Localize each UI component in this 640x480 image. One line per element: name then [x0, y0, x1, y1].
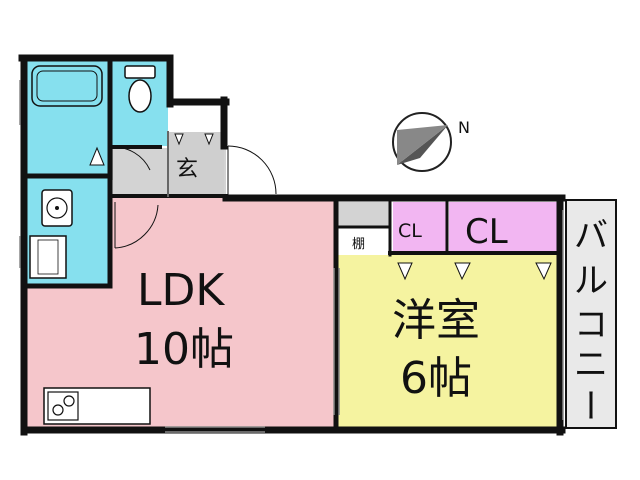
shoe-closet-marks: [174, 133, 214, 146]
walls: [18, 54, 566, 436]
western-name: 洋室: [392, 295, 480, 346]
western-size: 6帖: [400, 353, 472, 404]
burner-1: [52, 404, 64, 416]
stove: [47, 391, 79, 421]
ldk-size: 10帖: [134, 324, 234, 375]
windows: [19, 80, 564, 433]
bathtub: [31, 65, 103, 107]
entrance-step: [168, 132, 224, 196]
shelf-area: [338, 228, 390, 255]
balcony-char-4: ニ: [574, 345, 608, 385]
compass-label: N: [458, 118, 470, 137]
balcony-char-5: ー: [569, 388, 609, 422]
closet-door-marks: [397, 262, 552, 281]
washing-machine-inner: [37, 239, 59, 275]
compass: N: [392, 112, 470, 172]
closet-large-label: CL: [465, 212, 508, 252]
drain: [55, 206, 59, 210]
toilet-bowl: [128, 79, 152, 113]
washing-machine: [29, 235, 67, 279]
closet-small: [393, 202, 446, 251]
shelf-box: [338, 202, 390, 226]
balcony-char-2: ル: [574, 261, 608, 301]
closet-small-label: CL: [398, 220, 422, 242]
western-room: [338, 255, 560, 427]
balcony: [566, 200, 616, 428]
doors: [89, 145, 277, 249]
closet-large: [449, 202, 558, 251]
shelf-label: 棚: [352, 237, 365, 252]
washbasin-bowl: [46, 197, 68, 219]
balcony-label: バ ル コ ニ ー: [569, 216, 609, 422]
toilet-tank: [124, 65, 156, 79]
entrance-label: 玄: [176, 157, 198, 182]
bathtub-inner: [36, 70, 98, 102]
balcony-char-1: バ: [574, 216, 608, 256]
balcony-char-3: コ: [574, 305, 608, 345]
ldk-name: LDK: [137, 265, 225, 316]
balcony-outline: [565, 199, 617, 429]
burner-2: [63, 395, 75, 407]
